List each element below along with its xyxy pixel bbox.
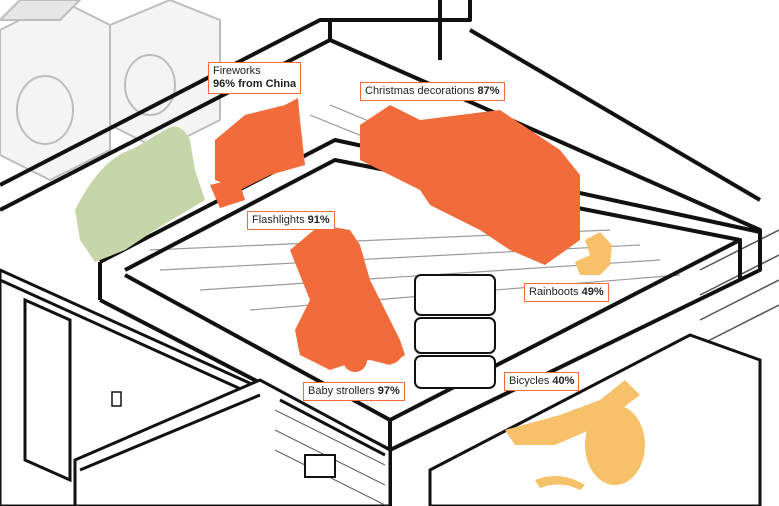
christmas-decorations-icon xyxy=(360,105,580,265)
storage-bins-icon xyxy=(414,274,496,389)
label-bicycles: Bicycles 40% xyxy=(504,372,580,391)
fireworks-icon xyxy=(210,98,305,208)
label-flashlights: Flashlights 91% xyxy=(247,211,335,230)
baby-stroller-icon xyxy=(290,225,405,372)
other-goods-icon xyxy=(75,126,205,263)
label-strollers-stat: 97% xyxy=(377,385,400,397)
label-bicycles-name: Bicycles xyxy=(509,375,550,387)
light-switch-icon xyxy=(111,391,122,407)
rainboots-icon xyxy=(575,232,612,275)
label-fireworks: Fireworks 96% from China xyxy=(208,62,302,94)
label-fireworks-name: Fireworks xyxy=(213,65,261,77)
label-strollers-name: Baby strollers xyxy=(308,385,375,397)
label-christmas-name: Christmas decorations xyxy=(365,85,475,97)
label-rainboots-stat: 49% xyxy=(581,286,604,298)
label-baby-strollers: Baby strollers 97% xyxy=(303,382,405,401)
door-icon xyxy=(23,297,72,483)
label-fireworks-stat: 96% from China xyxy=(213,78,297,90)
label-rainboots-name: Rainboots xyxy=(529,286,579,298)
label-christmas-decorations: Christmas decorations 87% xyxy=(360,82,505,101)
label-rainboots: Rainboots 49% xyxy=(524,283,609,302)
label-christmas-stat: 87% xyxy=(477,85,500,97)
label-flashlights-stat: 91% xyxy=(307,214,330,226)
label-bicycles-stat: 40% xyxy=(552,375,575,387)
bicycle-icon xyxy=(505,380,645,490)
label-flashlights-name: Flashlights xyxy=(252,214,305,226)
